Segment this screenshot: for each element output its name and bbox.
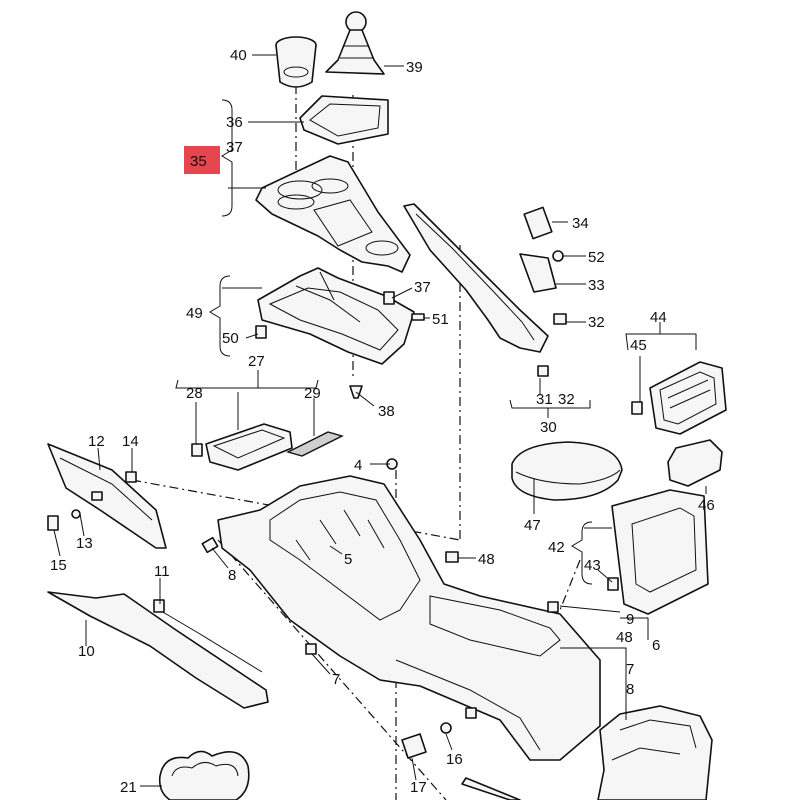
label-31: 31 [536, 391, 553, 408]
part-labels: 40 39 36 37 34 52 33 37 49 51 32 44 50 4… [50, 47, 715, 796]
label-49: 49 [186, 305, 203, 322]
label-8-left: 8 [228, 567, 236, 584]
label-48-right: 48 [616, 629, 633, 646]
label-27: 27 [248, 353, 265, 370]
label-36: 36 [226, 114, 243, 131]
bottom-small-parts [401, 707, 521, 800]
floor-mat-insert [158, 750, 250, 800]
label-7-left: 7 [332, 671, 340, 688]
left-side-trim [47, 443, 167, 549]
console-base [201, 458, 601, 761]
label-39: 39 [406, 59, 423, 76]
label-4: 4 [354, 457, 362, 474]
label-42: 42 [548, 539, 565, 556]
label-34: 34 [572, 215, 589, 232]
label-17: 17 [410, 779, 427, 796]
label-6: 6 [652, 637, 660, 654]
label-16: 16 [446, 751, 463, 768]
label-13: 13 [76, 535, 93, 552]
leader-lines [53, 54, 707, 787]
tunnel-side-trim [403, 203, 567, 377]
label-11: 11 [154, 563, 170, 580]
highlight-box-35 [184, 146, 220, 174]
cupholder-insert [275, 36, 317, 88]
label-10: 10 [78, 643, 95, 660]
label-43: 43 [584, 557, 601, 574]
gear-knob-boot [325, 11, 385, 75]
label-50: 50 [222, 330, 239, 347]
rear-vent-panel [607, 489, 709, 615]
label-33: 33 [588, 277, 605, 294]
label-32-bottom: 32 [558, 391, 575, 408]
label-7-right: 7 [626, 661, 634, 678]
label-28: 28 [186, 385, 203, 402]
label-37-top: 37 [226, 139, 243, 156]
air-vent [631, 361, 727, 487]
label-51: 51 [432, 311, 449, 328]
armrest-lid [511, 441, 623, 501]
rubber-mat [286, 431, 344, 457]
label-46: 46 [698, 497, 715, 514]
console-bracket [257, 267, 415, 365]
label-14: 14 [122, 433, 139, 450]
label-40: 40 [230, 47, 247, 64]
label-8-right: 8 [626, 681, 634, 698]
label-45: 45 [630, 337, 647, 354]
label-29: 29 [304, 385, 321, 402]
label-32-right: 32 [588, 314, 605, 331]
label-21: 21 [120, 779, 137, 796]
storage-tray [191, 423, 293, 471]
label-47: 47 [524, 517, 541, 534]
label-9: 9 [626, 611, 634, 628]
label-37-mid: 37 [414, 279, 431, 296]
lower-trim-strip [47, 591, 269, 709]
label-52: 52 [588, 249, 605, 266]
label-35: 35 [190, 153, 207, 170]
label-30: 30 [540, 419, 557, 436]
label-15: 15 [50, 557, 67, 574]
shift-trim-frame [299, 95, 389, 145]
rear-support-bracket [597, 705, 713, 800]
label-38: 38 [378, 403, 395, 420]
label-12: 12 [88, 433, 105, 450]
label-5: 5 [344, 551, 352, 568]
shift-console-trim [255, 155, 411, 273]
label-44: 44 [650, 309, 667, 326]
label-48-mid: 48 [478, 551, 495, 568]
